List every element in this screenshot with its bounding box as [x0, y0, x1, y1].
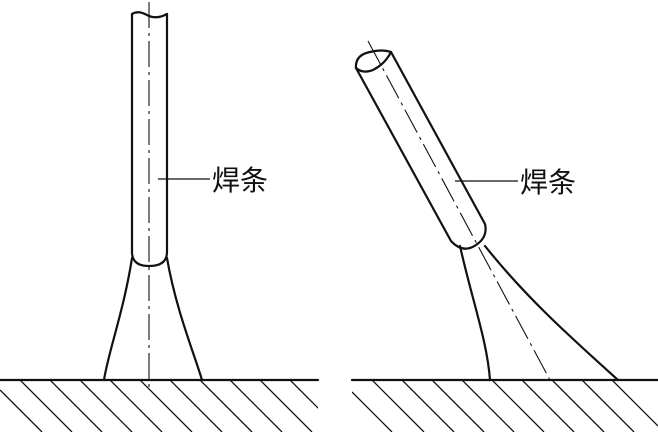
right-electrode-top	[354, 49, 393, 73]
right-electrode-body	[354, 50, 487, 250]
left-electrode-top	[130, 11, 169, 19]
right-base-hatching	[352, 380, 658, 432]
left-vertical-electrode-view: 焊条	[0, 2, 320, 432]
right-electrode-label: 焊条	[520, 166, 576, 199]
left-molten-flow	[102, 256, 204, 382]
right-molten-flow	[458, 244, 620, 382]
left-electrode-label: 焊条	[212, 164, 268, 197]
right-centerline	[367, 40, 551, 381]
left-electrode-body	[130, 12, 169, 268]
left-base-hatching	[0, 380, 318, 432]
right-inclined-electrode-view: 焊条	[350, 40, 658, 432]
